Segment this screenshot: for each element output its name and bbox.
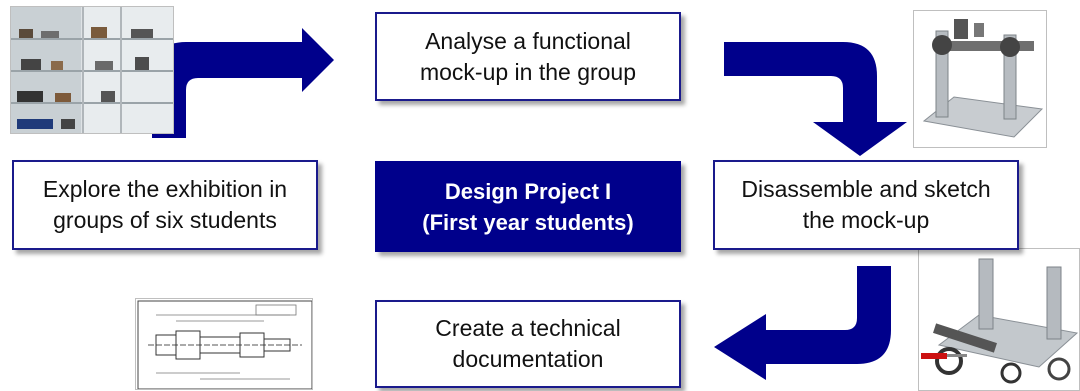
step-analyse-line1: Analyse a functional xyxy=(425,27,631,54)
disassembled-illustration xyxy=(921,258,1079,384)
step-disassemble-line2: the mock-up xyxy=(802,207,930,233)
step-technical-documentation: Create a technical documentation xyxy=(375,300,681,388)
arrow-analyse-to-disassemble xyxy=(724,42,907,156)
arrow-disassemble-to-document xyxy=(714,266,891,380)
showcase-illustration xyxy=(11,7,173,133)
step-explore-line1: Explore the exhibition in xyxy=(42,176,288,202)
step-explore-line2: groups of six students xyxy=(53,207,277,233)
project-title: Design Project I xyxy=(444,178,612,204)
project-subtitle: (First year students) xyxy=(422,209,634,235)
step-analyse-line2: mock-up in the group xyxy=(419,58,637,85)
functional-mockup-photo xyxy=(913,10,1047,148)
technical-drawing-photo xyxy=(135,298,313,390)
mockup-illustration xyxy=(922,19,1044,138)
arrow-explore-to-analyse xyxy=(152,28,334,138)
disassembled-mockup-photo xyxy=(918,248,1080,391)
step-document-line1: Create a technical xyxy=(435,315,621,341)
step-analyse-mockup: Analyse a functional mock-up in the grou… xyxy=(375,12,681,101)
step-document-line2: documentation xyxy=(452,346,604,372)
project-title-box: Design Project I (First year students) xyxy=(375,161,681,252)
drawing-illustration xyxy=(137,300,312,389)
step-explore-exhibition: Explore the exhibition in groups of six … xyxy=(12,160,318,250)
step-disassemble-line1: Disassemble and sketch xyxy=(741,176,991,202)
step-disassemble-sketch: Disassemble and sketch the mock-up xyxy=(713,160,1019,250)
exhibition-showcase-photo xyxy=(10,6,174,134)
